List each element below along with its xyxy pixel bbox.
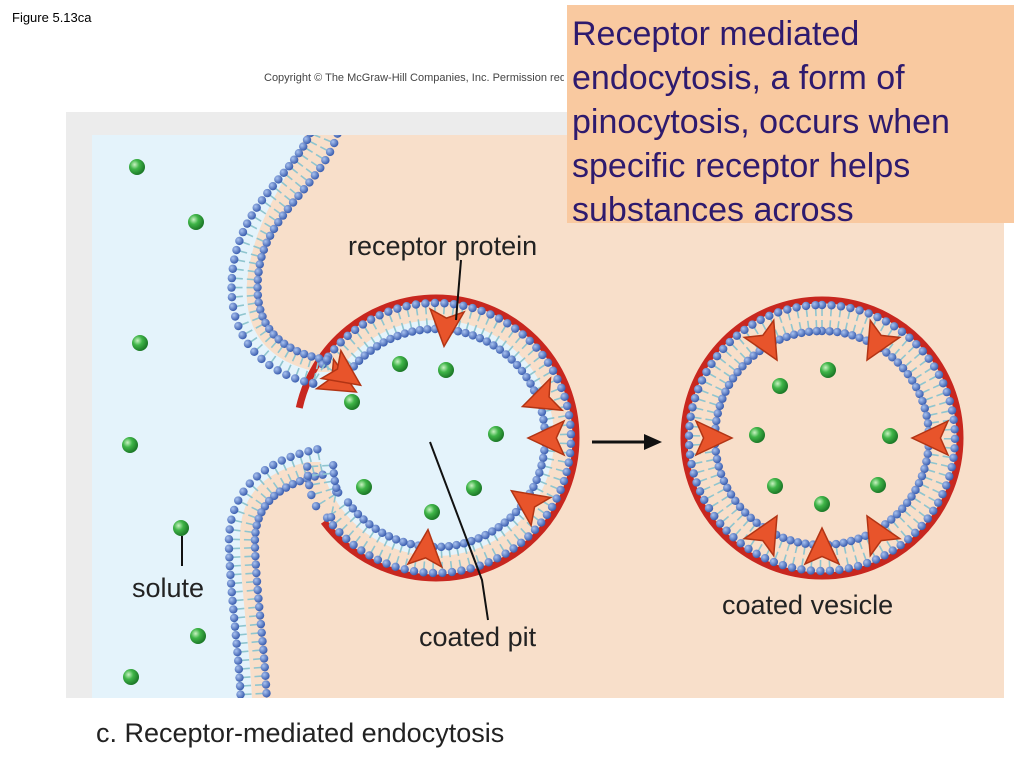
solute-molecule <box>188 214 204 230</box>
solute-molecule <box>882 428 898 444</box>
callout-text: Receptor mediated endocytosis, a form of… <box>572 15 950 229</box>
solute-molecule <box>820 362 836 378</box>
lipid-heads <box>303 460 343 522</box>
solute-molecule <box>392 356 408 372</box>
solute-molecule <box>772 378 788 394</box>
label-coated-pit: coated pit <box>419 622 537 652</box>
receptor-protein <box>803 526 841 566</box>
solute-molecules <box>122 159 898 685</box>
solute-molecule <box>814 496 830 512</box>
solute-molecule <box>466 480 482 496</box>
figure-label: Figure 5.13ca <box>12 10 92 25</box>
receptor-protein <box>509 489 553 528</box>
lipid-heads <box>318 298 576 578</box>
receptor-protein <box>526 419 566 457</box>
label-solute: solute <box>132 573 204 603</box>
receptor-protein <box>742 318 778 362</box>
receptor-protein <box>866 318 902 362</box>
figure-caption: c. Receptor-mediated endocytosis <box>96 718 505 748</box>
solute-molecule <box>749 427 765 443</box>
solute-molecule <box>173 520 189 536</box>
pointer-coated-pit <box>429 441 489 621</box>
callout-box <box>567 5 1014 223</box>
copyright-notice: Copyright © The McGraw-Hill Companies, I… <box>264 72 564 84</box>
solute-molecule <box>870 477 886 493</box>
solute-molecule <box>424 504 440 520</box>
receptor-protein <box>520 376 565 412</box>
solute-molecule <box>488 426 504 442</box>
solute-molecule <box>767 478 783 494</box>
arrow-pit-to-vesicle <box>592 434 662 450</box>
receptor-protein <box>742 514 778 558</box>
solute-molecule <box>344 394 360 410</box>
solute-molecule <box>129 159 145 175</box>
receptor-protein <box>406 527 444 569</box>
receptor-protein <box>910 419 950 457</box>
solute-molecule <box>132 335 148 351</box>
solute-molecule <box>190 628 206 644</box>
receptor-protein <box>694 419 734 457</box>
solute-molecule <box>122 437 138 453</box>
solute-molecule <box>123 669 139 685</box>
receptor-protein <box>866 514 902 558</box>
label-receptor-protein: receptor protein <box>348 231 537 261</box>
pit-coat <box>292 294 580 582</box>
receptor-protein <box>319 348 363 387</box>
vesicle-coat <box>680 296 964 580</box>
solute-molecule <box>356 479 372 495</box>
extracellular-fluid <box>92 135 398 698</box>
pointer-receptor-protein <box>455 259 462 321</box>
solute-molecule <box>438 362 454 378</box>
lipid-heads <box>227 135 342 389</box>
label-coated-vesicle: coated vesicle <box>722 590 893 620</box>
